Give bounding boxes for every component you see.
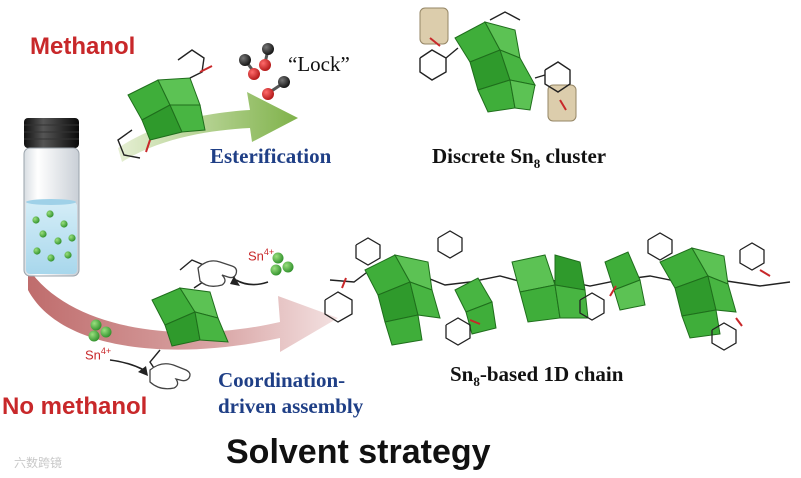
watermark: 六数跨镜 — [14, 456, 63, 470]
vial-icon — [23, 118, 80, 277]
figure-title: Solvent strategy — [226, 433, 491, 471]
chain-label: Sn8-based 1D chain — [450, 362, 624, 390]
discrete-sn8-cluster — [419, 7, 577, 122]
methanol-molecule-icon — [239, 43, 290, 100]
sn-ion-icon — [88, 252, 294, 376]
sn-ion-label-bottom: Sn4+ — [85, 346, 112, 363]
no-methanol-label: No methanol — [2, 393, 148, 420]
lock-label: “Lock” — [288, 52, 350, 76]
precursor-cluster-top — [117, 49, 213, 159]
coordination-label-line2: driven assembly — [218, 394, 364, 418]
methanol-label: Methanol — [30, 33, 136, 60]
coordination-label-line1: Coordination- — [218, 368, 346, 392]
hand-icon — [149, 260, 238, 390]
discrete-cluster-label: Discrete Sn8 cluster — [432, 144, 607, 172]
esterification-label: Esterification — [210, 144, 332, 168]
sn-ion-label-top: Sn4+ — [248, 247, 275, 264]
sn8-1d-chain — [324, 230, 791, 351]
esterification-arrow — [118, 92, 298, 162]
assembling-cluster — [149, 259, 229, 375]
